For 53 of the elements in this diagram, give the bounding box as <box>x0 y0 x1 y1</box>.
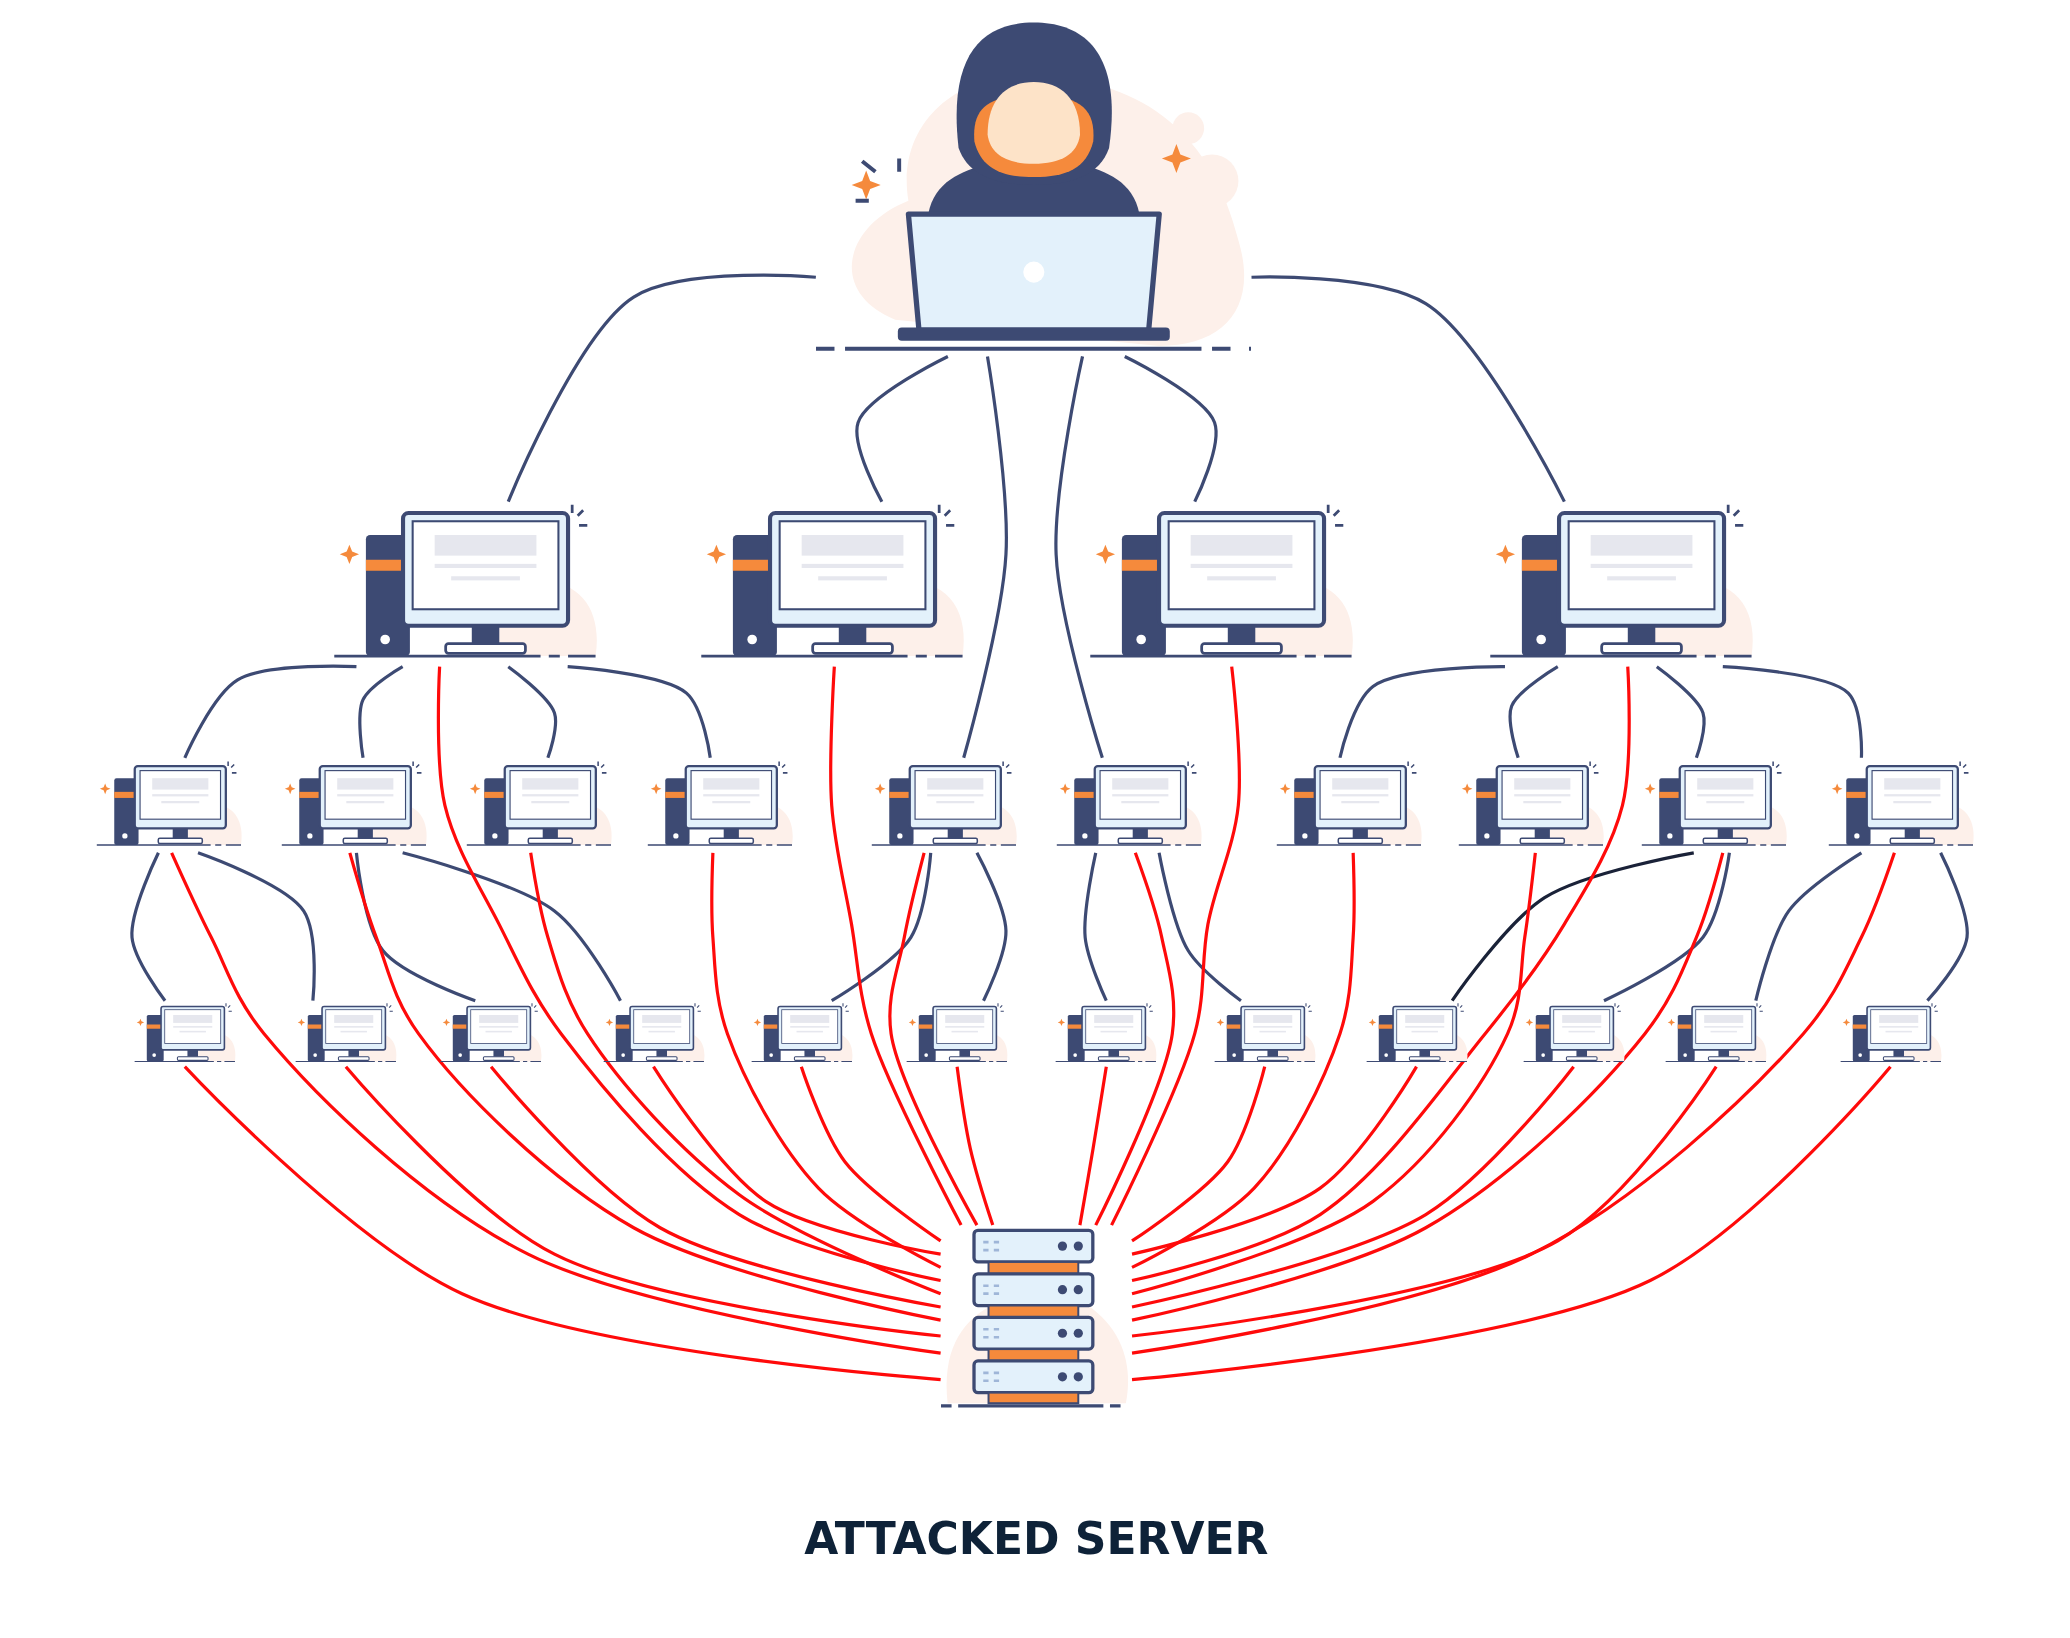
attack-line <box>888 852 979 1226</box>
attack-line <box>348 852 941 1322</box>
connection-line <box>1926 852 1969 1002</box>
connection-line <box>1083 852 1108 1002</box>
attack-line <box>799 1066 942 1243</box>
connection-line <box>962 356 1008 759</box>
connection-line <box>830 852 933 1003</box>
connection-line <box>1722 665 1864 758</box>
attack-line <box>829 666 963 1226</box>
attack-line <box>1131 852 1356 1269</box>
attack-line <box>1131 852 1725 1322</box>
connection-line <box>183 664 357 759</box>
attack-line <box>1094 852 1176 1226</box>
attack-line <box>1131 666 1631 1283</box>
attack-line <box>1131 852 1896 1355</box>
connection-line <box>507 665 558 759</box>
attack-line <box>710 852 942 1269</box>
attack-line <box>1131 1065 1892 1382</box>
connection-line <box>402 851 622 1002</box>
attack-line <box>529 852 942 1296</box>
attack-line <box>1078 1066 1108 1226</box>
connection-line <box>354 852 476 1003</box>
attack-line <box>1131 1065 1418 1256</box>
connection-line <box>1124 355 1218 503</box>
connection-line <box>358 665 404 758</box>
connection-line <box>1054 356 1104 759</box>
connection-line <box>1338 665 1505 759</box>
attack-line <box>1110 666 1241 1226</box>
connection-line <box>975 852 1008 1002</box>
attack-line <box>1131 1065 1718 1338</box>
attack-line <box>1131 1065 1575 1309</box>
connection-line <box>567 665 712 758</box>
attack-line <box>183 1065 941 1382</box>
connection-line <box>1157 852 1242 1002</box>
attack-line <box>955 1066 995 1226</box>
connection-line <box>197 851 316 1001</box>
attack-line <box>170 852 941 1355</box>
server-caption: ATTACKED SERVER <box>804 1512 1269 1564</box>
connection-line <box>130 852 167 1002</box>
connection-line <box>1655 665 1706 759</box>
attack-line <box>652 1065 941 1256</box>
connection-line <box>1603 852 1731 1003</box>
connection-line <box>1508 665 1559 759</box>
attack-line <box>489 1065 941 1309</box>
connection-line <box>506 273 816 503</box>
attack-line <box>344 1065 941 1338</box>
connection-line <box>1754 851 1863 1002</box>
attack-line <box>1131 1066 1267 1243</box>
attack-line <box>1131 852 1537 1296</box>
connection-line <box>1251 275 1566 503</box>
attack-line <box>436 666 941 1283</box>
connection-line <box>1450 851 1695 1002</box>
connection-line <box>855 355 949 503</box>
